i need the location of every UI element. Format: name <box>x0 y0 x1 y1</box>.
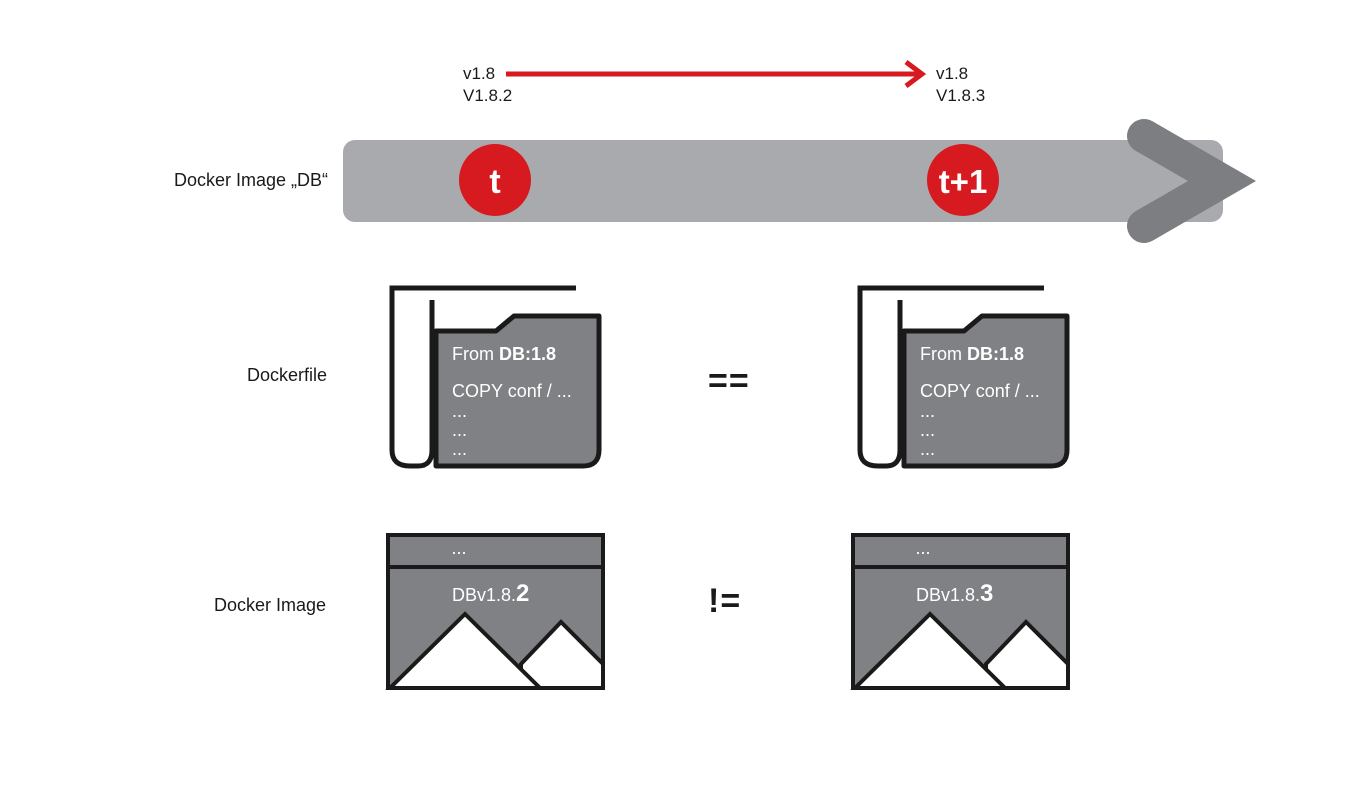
docker-image-row-label: Docker Image <box>213 595 326 615</box>
dockerfile-left-from-line: From DB:1.8 <box>452 344 556 364</box>
to-version-line1: v1.8 <box>936 64 969 83</box>
timeline-bar <box>343 119 1257 243</box>
dockerfile-right-from-line: From DB:1.8 <box>920 344 1024 364</box>
marker-t1: t+1 <box>927 144 999 216</box>
timeline-label: Docker Image „DB“ <box>173 170 328 190</box>
to-version: v1.8 V1.8.3 <box>936 63 985 107</box>
dockerfile-left-dots-1: ... <box>452 401 467 421</box>
version-arrow <box>506 60 927 88</box>
dockerfile-right: From DB:1.8 COPY conf / ... ... ... ... <box>857 285 1070 469</box>
dockerfile-left-dots-3: ... <box>452 439 467 459</box>
dockerfile-left-dots-2: ... <box>452 420 467 440</box>
from-version-line2: V1.8.2 <box>463 86 513 105</box>
dockerfile-left: From DB:1.8 COPY conf / ... ... ... ... <box>389 285 602 469</box>
dockerfile-right-dots-1: ... <box>920 401 935 421</box>
docker-image-right: ... DBv1.8.3 <box>850 533 1070 690</box>
docker-image-right-name: DBv1.8.3 <box>916 580 993 607</box>
not-equals-operator: != <box>708 582 742 620</box>
docker-image-left-header: ... <box>451 538 466 558</box>
to-version-line2: V1.8.3 <box>936 86 986 105</box>
marker-t-label: t <box>489 163 500 201</box>
dockerfile-right-dots-2: ... <box>920 420 935 440</box>
dockerfile-left-copy-line: COPY conf / ... <box>452 381 572 401</box>
from-version-line1: v1.8 <box>463 64 496 83</box>
from-version: v1.8 V1.8.2 <box>463 63 512 107</box>
mountain-large-left <box>385 611 545 690</box>
marker-t1-label: t+1 <box>939 163 988 200</box>
docker-image-left-name: DBv1.8.2 <box>452 580 529 607</box>
dockerfile-right-dots-3: ... <box>920 439 935 459</box>
equals-operator: == <box>708 362 750 400</box>
marker-t: t <box>459 144 531 216</box>
dockerfile-right-copy-line: COPY conf / ... <box>920 381 1040 401</box>
docker-image-left: ... DBv1.8.2 <box>385 533 605 690</box>
mountain-large-right <box>850 611 1010 690</box>
docker-image-right-header: ... <box>915 538 930 558</box>
dockerfile-row-label: Dockerfile <box>246 365 327 385</box>
